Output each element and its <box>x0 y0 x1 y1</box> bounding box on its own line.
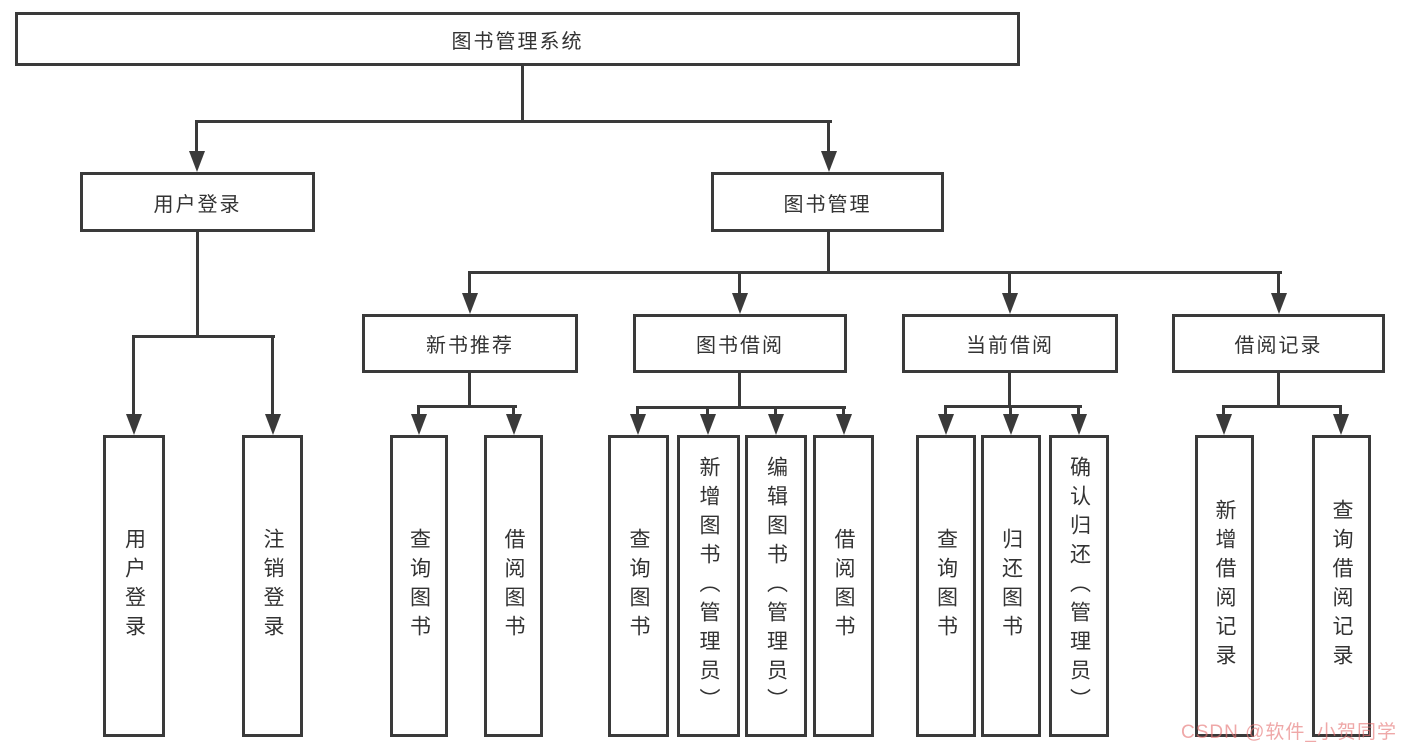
leaf-borrow-query-label: 查询图书 <box>627 528 650 644</box>
connector-current-stem <box>1008 372 1011 408</box>
connector-newbook-drop-2 <box>512 405 515 417</box>
connector-root-drop-left <box>195 120 198 154</box>
connector-current-bar <box>944 405 1082 408</box>
connector-borrow-stem <box>738 372 741 409</box>
connector-l3-drop-2 <box>738 271 741 295</box>
leaf-borrow-edit-label: 编辑图书（管理员） <box>764 455 788 717</box>
arrowhead-current-return <box>1003 414 1019 435</box>
connector-l3-drop-3 <box>1008 271 1011 295</box>
connector-borrow-bar <box>636 406 846 409</box>
connector-l3-drop-4 <box>1277 271 1280 295</box>
connector-current-drop-2 <box>1009 405 1012 417</box>
leaf-current-return-label: 归还图书 <box>999 528 1023 644</box>
leaf-records-query: 查询借阅记录 <box>1312 435 1371 737</box>
connector-root-drop-right <box>827 120 830 154</box>
node-root: 图书管理系统 <box>15 12 1020 66</box>
connector-records-bar <box>1222 405 1342 408</box>
leaf-borrow-borrow-label: 借阅图书 <box>832 528 855 644</box>
arrowhead-current-borrow <box>1002 293 1018 314</box>
leaf-records-add: 新增借阅记录 <box>1195 435 1254 737</box>
connector-user-login-drop-1 <box>132 335 135 417</box>
arrowhead-newbook-query <box>411 414 427 435</box>
connector-borrow-drop-4 <box>842 406 845 417</box>
leaf-records-query-label: 查询借阅记录 <box>1330 499 1353 673</box>
leaf-logout-label: 注销登录 <box>261 528 284 644</box>
arrowhead-borrow-borrow <box>836 414 852 435</box>
connector-user-login-stem <box>196 231 199 337</box>
connector-l3-drop-1 <box>468 271 471 295</box>
leaf-current-confirm-return-label: 确认归还（管理员） <box>1067 455 1091 717</box>
connector-root-bar <box>195 120 832 123</box>
connector-borrow-drop-2 <box>706 406 709 417</box>
arrowhead-leaf-logout <box>265 414 281 435</box>
connector-current-drop-3 <box>1077 405 1080 417</box>
arrowhead-newbook-borrow <box>506 414 522 435</box>
leaf-borrow-borrow: 借阅图书 <box>813 435 874 737</box>
connector-newbook-bar <box>417 405 517 408</box>
leaf-borrow-edit: 编辑图书（管理员） <box>745 435 807 737</box>
connector-book-mgmt-stem <box>827 231 830 274</box>
arrowhead-records-add <box>1216 414 1232 435</box>
node-current-borrow: 当前借阅 <box>902 314 1118 373</box>
leaf-logout: 注销登录 <box>242 435 303 737</box>
leaf-current-query: 查询图书 <box>916 435 976 737</box>
connector-user-login-drop-2 <box>271 335 274 417</box>
arrowhead-borrow-records <box>1271 293 1287 314</box>
arrowhead-user-login <box>189 151 205 172</box>
connector-current-drop-1 <box>944 405 947 417</box>
node-book-borrow: 图书借阅 <box>633 314 847 373</box>
leaf-borrow-query: 查询图书 <box>608 435 669 737</box>
connector-root-stem <box>521 65 524 123</box>
arrowhead-borrow-query <box>630 414 646 435</box>
connector-records-drop-1 <box>1222 405 1225 417</box>
arrowhead-book-management <box>821 151 837 172</box>
arrowhead-current-query <box>938 414 954 435</box>
leaf-borrow-add: 新增图书（管理员） <box>677 435 740 737</box>
node-borrow-records: 借阅记录 <box>1172 314 1385 373</box>
node-new-book-recommend: 新书推荐 <box>362 314 578 373</box>
leaf-newbook-query: 查询图书 <box>390 435 448 737</box>
connector-records-drop-2 <box>1339 405 1342 417</box>
connector-records-stem <box>1277 372 1280 408</box>
leaf-current-query-label: 查询图书 <box>934 528 958 644</box>
leaf-newbook-query-label: 查询图书 <box>407 528 431 644</box>
leaf-records-add-label: 新增借阅记录 <box>1213 499 1236 673</box>
node-user-login: 用户登录 <box>80 172 315 232</box>
arrowhead-current-confirm <box>1071 414 1087 435</box>
leaf-borrow-add-label: 新增图书（管理员） <box>697 455 720 717</box>
connector-book-mgmt-bar <box>468 271 1282 274</box>
leaf-current-return: 归还图书 <box>981 435 1041 737</box>
connector-user-login-bar <box>132 335 275 338</box>
watermark: CSDN @软件_小贺同学 <box>1181 722 1397 743</box>
leaf-user-login-label: 用户登录 <box>122 528 146 644</box>
node-book-management: 图书管理 <box>711 172 944 232</box>
arrowhead-leaf-user-login <box>126 414 142 435</box>
connector-newbook-stem <box>468 372 471 408</box>
arrowhead-records-query <box>1333 414 1349 435</box>
arrowhead-book-borrow <box>732 293 748 314</box>
arrowhead-borrow-edit <box>768 414 784 435</box>
arrowhead-new-book-recommend <box>462 293 478 314</box>
connector-newbook-drop-1 <box>417 405 420 417</box>
connector-borrow-drop-3 <box>774 406 777 417</box>
leaf-newbook-borrow-label: 借阅图书 <box>502 528 525 644</box>
leaf-newbook-borrow: 借阅图书 <box>484 435 543 737</box>
leaf-user-login: 用户登录 <box>103 435 165 737</box>
connector-borrow-drop-1 <box>636 406 639 417</box>
leaf-current-confirm-return: 确认归还（管理员） <box>1049 435 1109 737</box>
arrowhead-borrow-add <box>700 414 716 435</box>
